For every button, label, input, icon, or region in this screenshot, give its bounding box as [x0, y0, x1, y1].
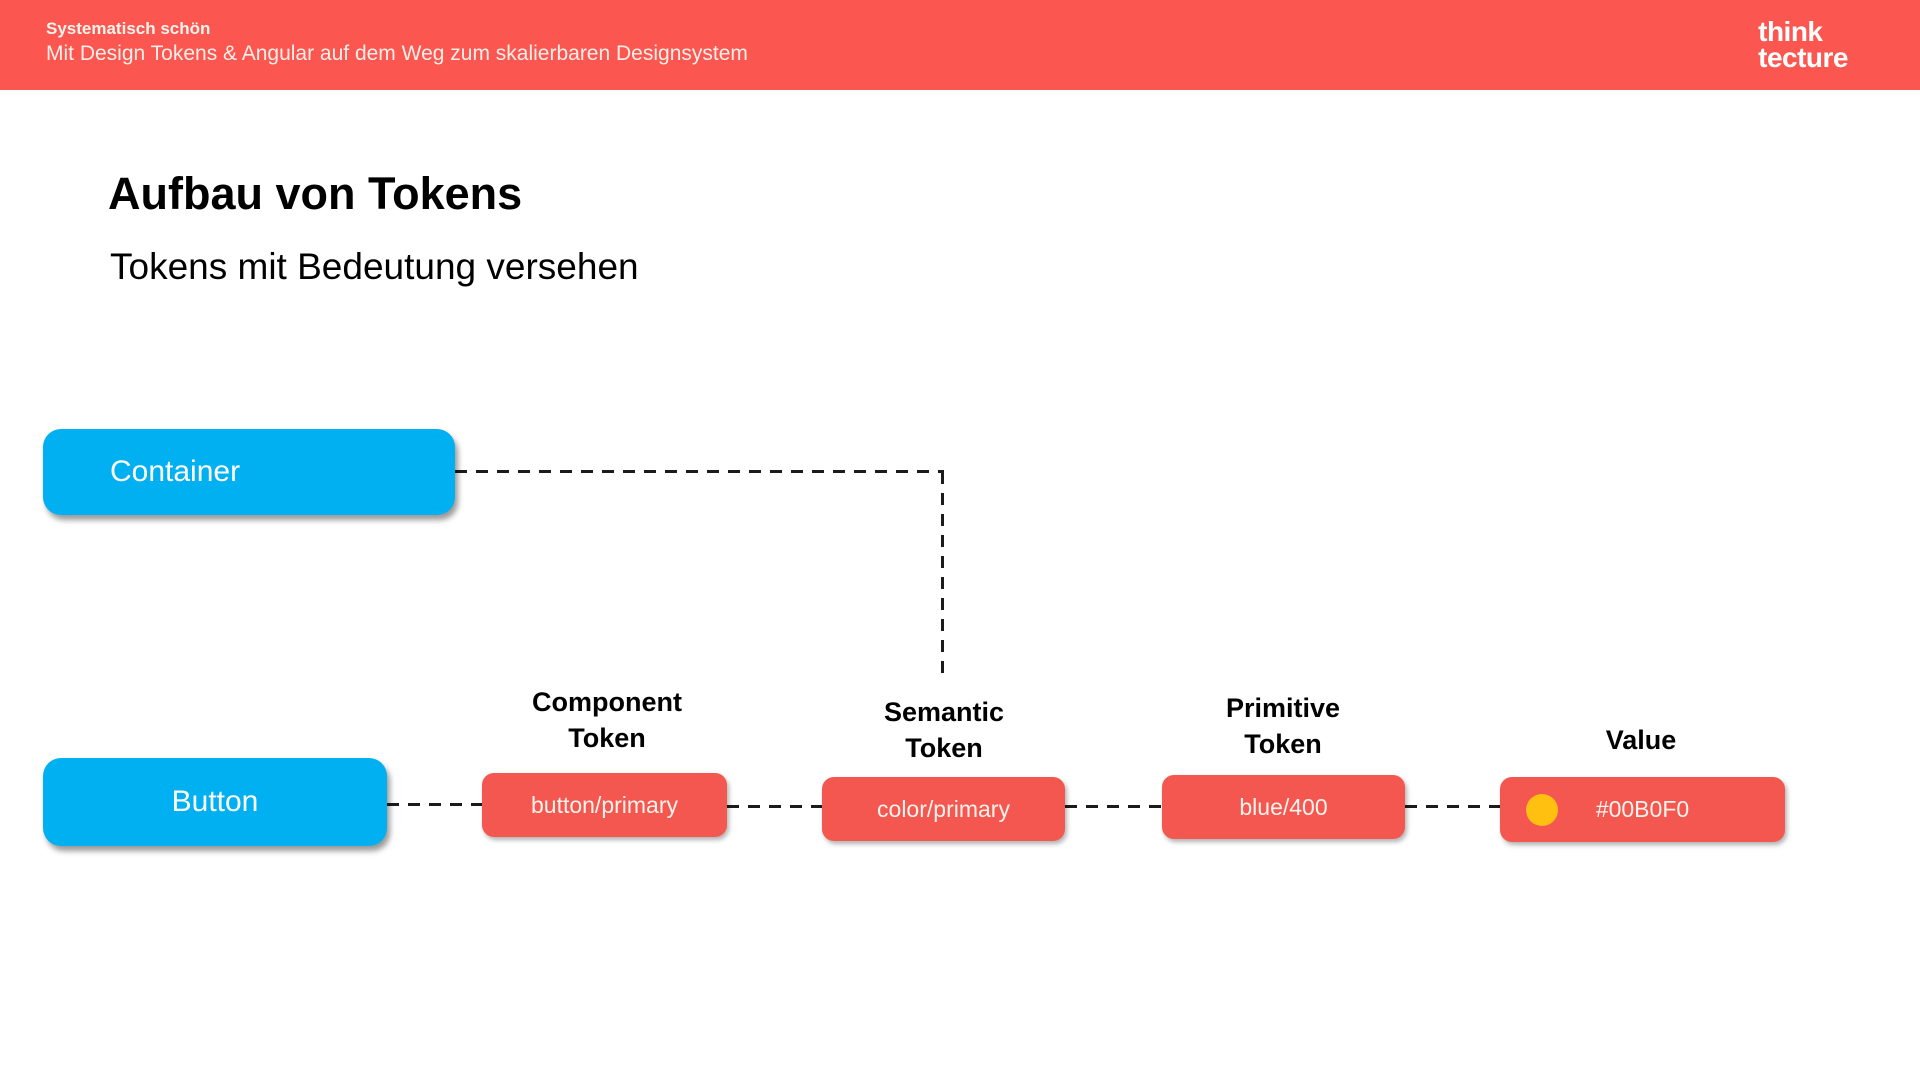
- connector-button-component: [387, 803, 482, 806]
- component-token-label-line2: Token: [568, 723, 646, 753]
- semantic-token-node-text: color/primary: [877, 795, 1010, 822]
- primitive-token-label: Primitive Token: [1133, 690, 1433, 762]
- container-node-text: Container: [110, 455, 241, 488]
- value-node: #00B0F0: [1500, 777, 1785, 842]
- presentation-subtitle: Mit Design Tokens & Angular auf dem Weg …: [46, 42, 748, 65]
- component-token-node-text: button/primary: [530, 791, 678, 818]
- component-token-node: button/primary: [482, 773, 727, 837]
- primitive-token-node: blue/400: [1162, 775, 1405, 839]
- component-token-label: Component Token: [457, 684, 757, 756]
- thinktecture-logo: think tecture: [1758, 16, 1848, 73]
- header-bar: Systematisch schön Mit Design Tokens & A…: [0, 0, 1920, 90]
- connector-semantic-primitive: [1065, 805, 1162, 808]
- component-token-label-line1: Component: [532, 687, 682, 717]
- logo-line-2: tecture: [1758, 42, 1848, 73]
- semantic-token-label-line1: Semantic: [883, 697, 1005, 727]
- connector-container-horizontal: [455, 470, 944, 473]
- primitive-token-label-line1: Primitive: [1225, 693, 1341, 723]
- semantic-token-label-line2: Token: [905, 733, 983, 763]
- slide-subtitle: Tokens mit Bedeutung versehen: [110, 246, 639, 287]
- value-node-text: #00B0F0: [1595, 796, 1690, 822]
- logo-line-1: think: [1758, 16, 1823, 47]
- semantic-token-label: Semantic Token: [794, 694, 1094, 766]
- button-node: Button: [43, 758, 387, 846]
- button-node-text: Button: [171, 785, 259, 818]
- semantic-token-node: color/primary: [822, 777, 1065, 841]
- container-node: Container: [43, 429, 455, 515]
- color-swatch-icon: [1526, 793, 1558, 826]
- connector-component-semantic: [727, 805, 822, 808]
- presentation-title: Systematisch schön: [46, 19, 211, 38]
- primitive-token-node-text: blue/400: [1239, 793, 1328, 820]
- slide-title: Aufbau von Tokens: [108, 168, 523, 219]
- header-text-block: Systematisch schön Mit Design Tokens & A…: [46, 17, 748, 68]
- primitive-token-label-line2: Token: [1244, 729, 1322, 759]
- value-label: Value: [1605, 725, 1677, 755]
- connector-container-vertical: [941, 472, 944, 678]
- connector-primitive-value: [1405, 805, 1500, 808]
